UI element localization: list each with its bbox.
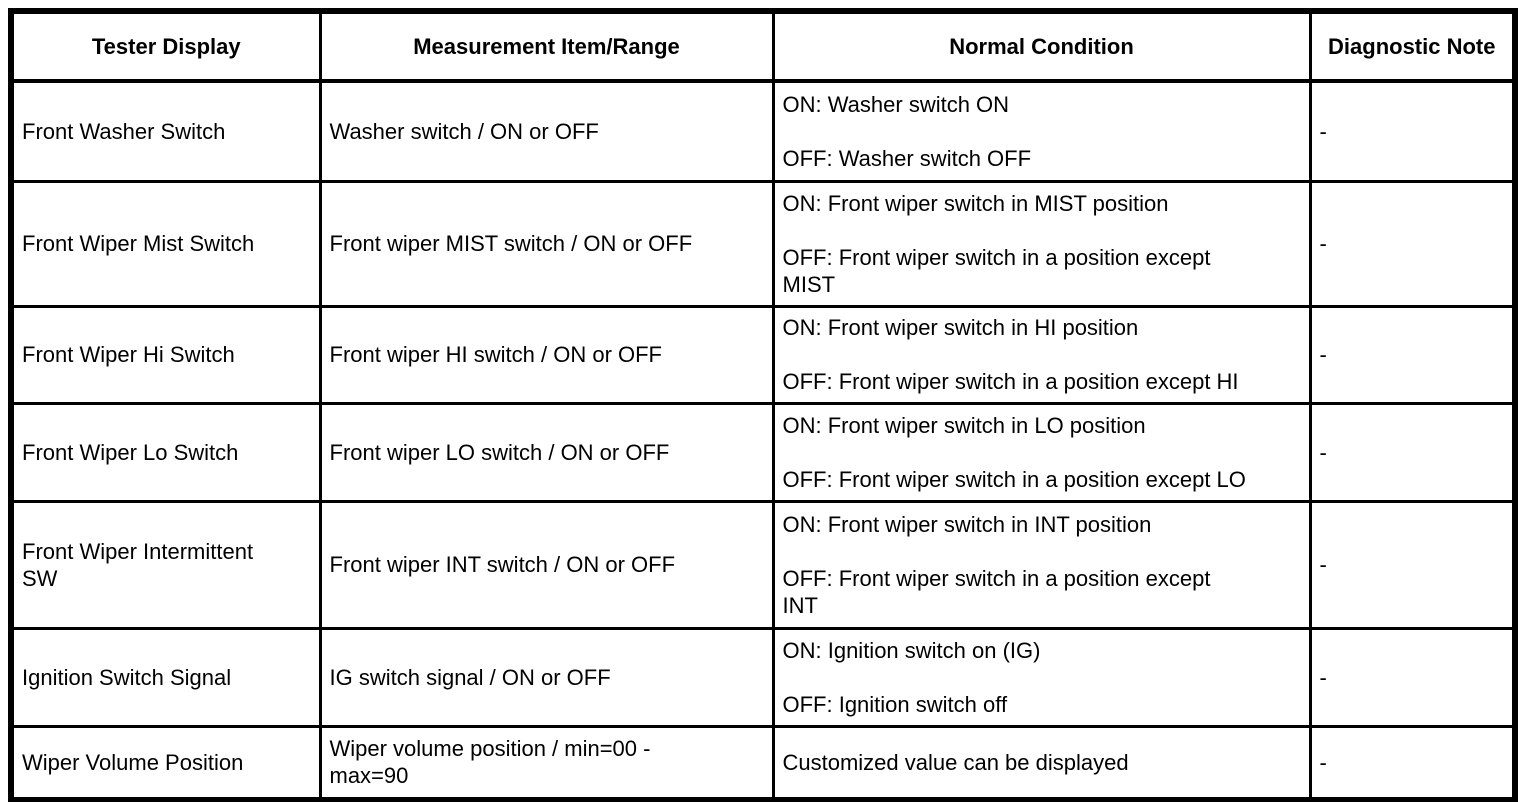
header-row: Tester Display Measurement Item/Range No…: [9, 9, 1517, 83]
cell-tester-display: Front Washer Switch: [9, 79, 322, 183]
normal-condition-line: OFF: Ignition switch off: [782, 691, 1008, 717]
cell-measurement-item-range: Front wiper HI switch / ON or OFF: [318, 304, 775, 405]
table-row: Front Wiper Hi Switch Front wiper HI swi…: [9, 304, 1517, 405]
table-row: Ignition Switch Signal IG switch signal …: [9, 626, 1517, 728]
cell-measurement-item-range: Wiper volume position / min=00 - max=90: [318, 724, 775, 802]
cell-measurement-item-range: Front wiper MIST switch / ON or OFF: [318, 179, 775, 308]
cell-normal-condition: Customized value can be displayed: [771, 724, 1312, 802]
table-body: Front Washer Switch Washer switch / ON o…: [9, 79, 1517, 802]
normal-condition-line: ON: Front wiper switch in LO position: [782, 412, 1146, 438]
cell-tester-display: Front Wiper Intermittent SW: [9, 499, 322, 630]
header-tester-display: Tester Display: [9, 9, 322, 83]
table-row: Wiper Volume Position Wiper volume posit…: [9, 724, 1517, 802]
table-row: Front Washer Switch Washer switch / ON o…: [9, 79, 1517, 183]
table-row: Front Wiper Lo Switch Front wiper LO swi…: [9, 401, 1517, 503]
cell-diagnostic-note: -: [1308, 626, 1517, 728]
header-diagnostic-note: Diagnostic Note: [1308, 9, 1517, 83]
normal-condition-line: ON: Front wiper switch in HI position: [782, 315, 1139, 340]
table-row: Front Wiper Intermittent SW Front wiper …: [9, 499, 1517, 630]
normal-condition-line: Customized value can be displayed: [782, 749, 1129, 775]
cell-diagnostic-note: -: [1308, 179, 1517, 308]
header-measurement-item-range: Measurement Item/Range: [318, 9, 775, 83]
table-row: Front Wiper Mist Switch Front wiper MIST…: [9, 179, 1517, 308]
normal-condition-line: ON: Front wiper switch in MIST position: [782, 190, 1169, 216]
normal-condition-line: OFF: Front wiper switch in a position ex…: [782, 244, 1211, 297]
cell-tester-display: Front Wiper Mist Switch: [9, 179, 322, 308]
normal-condition-line: OFF: Front wiper switch in a position ex…: [782, 369, 1239, 394]
cell-normal-condition: ON: Ignition switch on (IG) OFF: Ignition…: [771, 626, 1312, 728]
cell-measurement-item-range: Washer switch / ON or OFF: [318, 79, 775, 183]
data-list-table: Tester Display Measurement Item/Range No…: [8, 8, 1518, 802]
cell-diagnostic-note: -: [1308, 304, 1517, 405]
normal-condition-line: OFF: Washer switch OFF: [782, 145, 1032, 171]
cell-diagnostic-note: -: [1308, 401, 1517, 503]
cell-measurement-item-range: Front wiper INT switch / ON or OFF: [318, 499, 775, 630]
cell-diagnostic-note: -: [1308, 724, 1517, 802]
normal-condition-line: OFF: Front wiper switch in a position ex…: [782, 565, 1211, 618]
normal-condition-line: ON: Front wiper switch in INT position: [782, 511, 1152, 537]
normal-condition-line: OFF: Front wiper switch in a position ex…: [782, 466, 1246, 492]
header-normal-condition: Normal Condition: [771, 9, 1312, 83]
cell-tester-display: Wiper Volume Position: [9, 724, 322, 802]
cell-tester-display: Front Wiper Lo Switch: [9, 401, 322, 503]
table-header: Tester Display Measurement Item/Range No…: [9, 9, 1517, 83]
cell-measurement-item-range: IG switch signal / ON or OFF: [318, 626, 775, 728]
cell-measurement-item-range: Front wiper LO switch / ON or OFF: [318, 401, 775, 503]
cell-normal-condition: ON: Washer switch ON OFF: Washer switch O…: [771, 79, 1312, 183]
cell-diagnostic-note: -: [1308, 499, 1517, 630]
cell-tester-display: Front Wiper Hi Switch: [9, 304, 322, 405]
cell-tester-display: Ignition Switch Signal: [9, 626, 322, 728]
normal-condition-line: ON: Ignition switch on (IG): [782, 637, 1041, 663]
cell-diagnostic-note: -: [1308, 79, 1517, 183]
normal-condition-line: ON: Washer switch ON: [782, 91, 1010, 117]
